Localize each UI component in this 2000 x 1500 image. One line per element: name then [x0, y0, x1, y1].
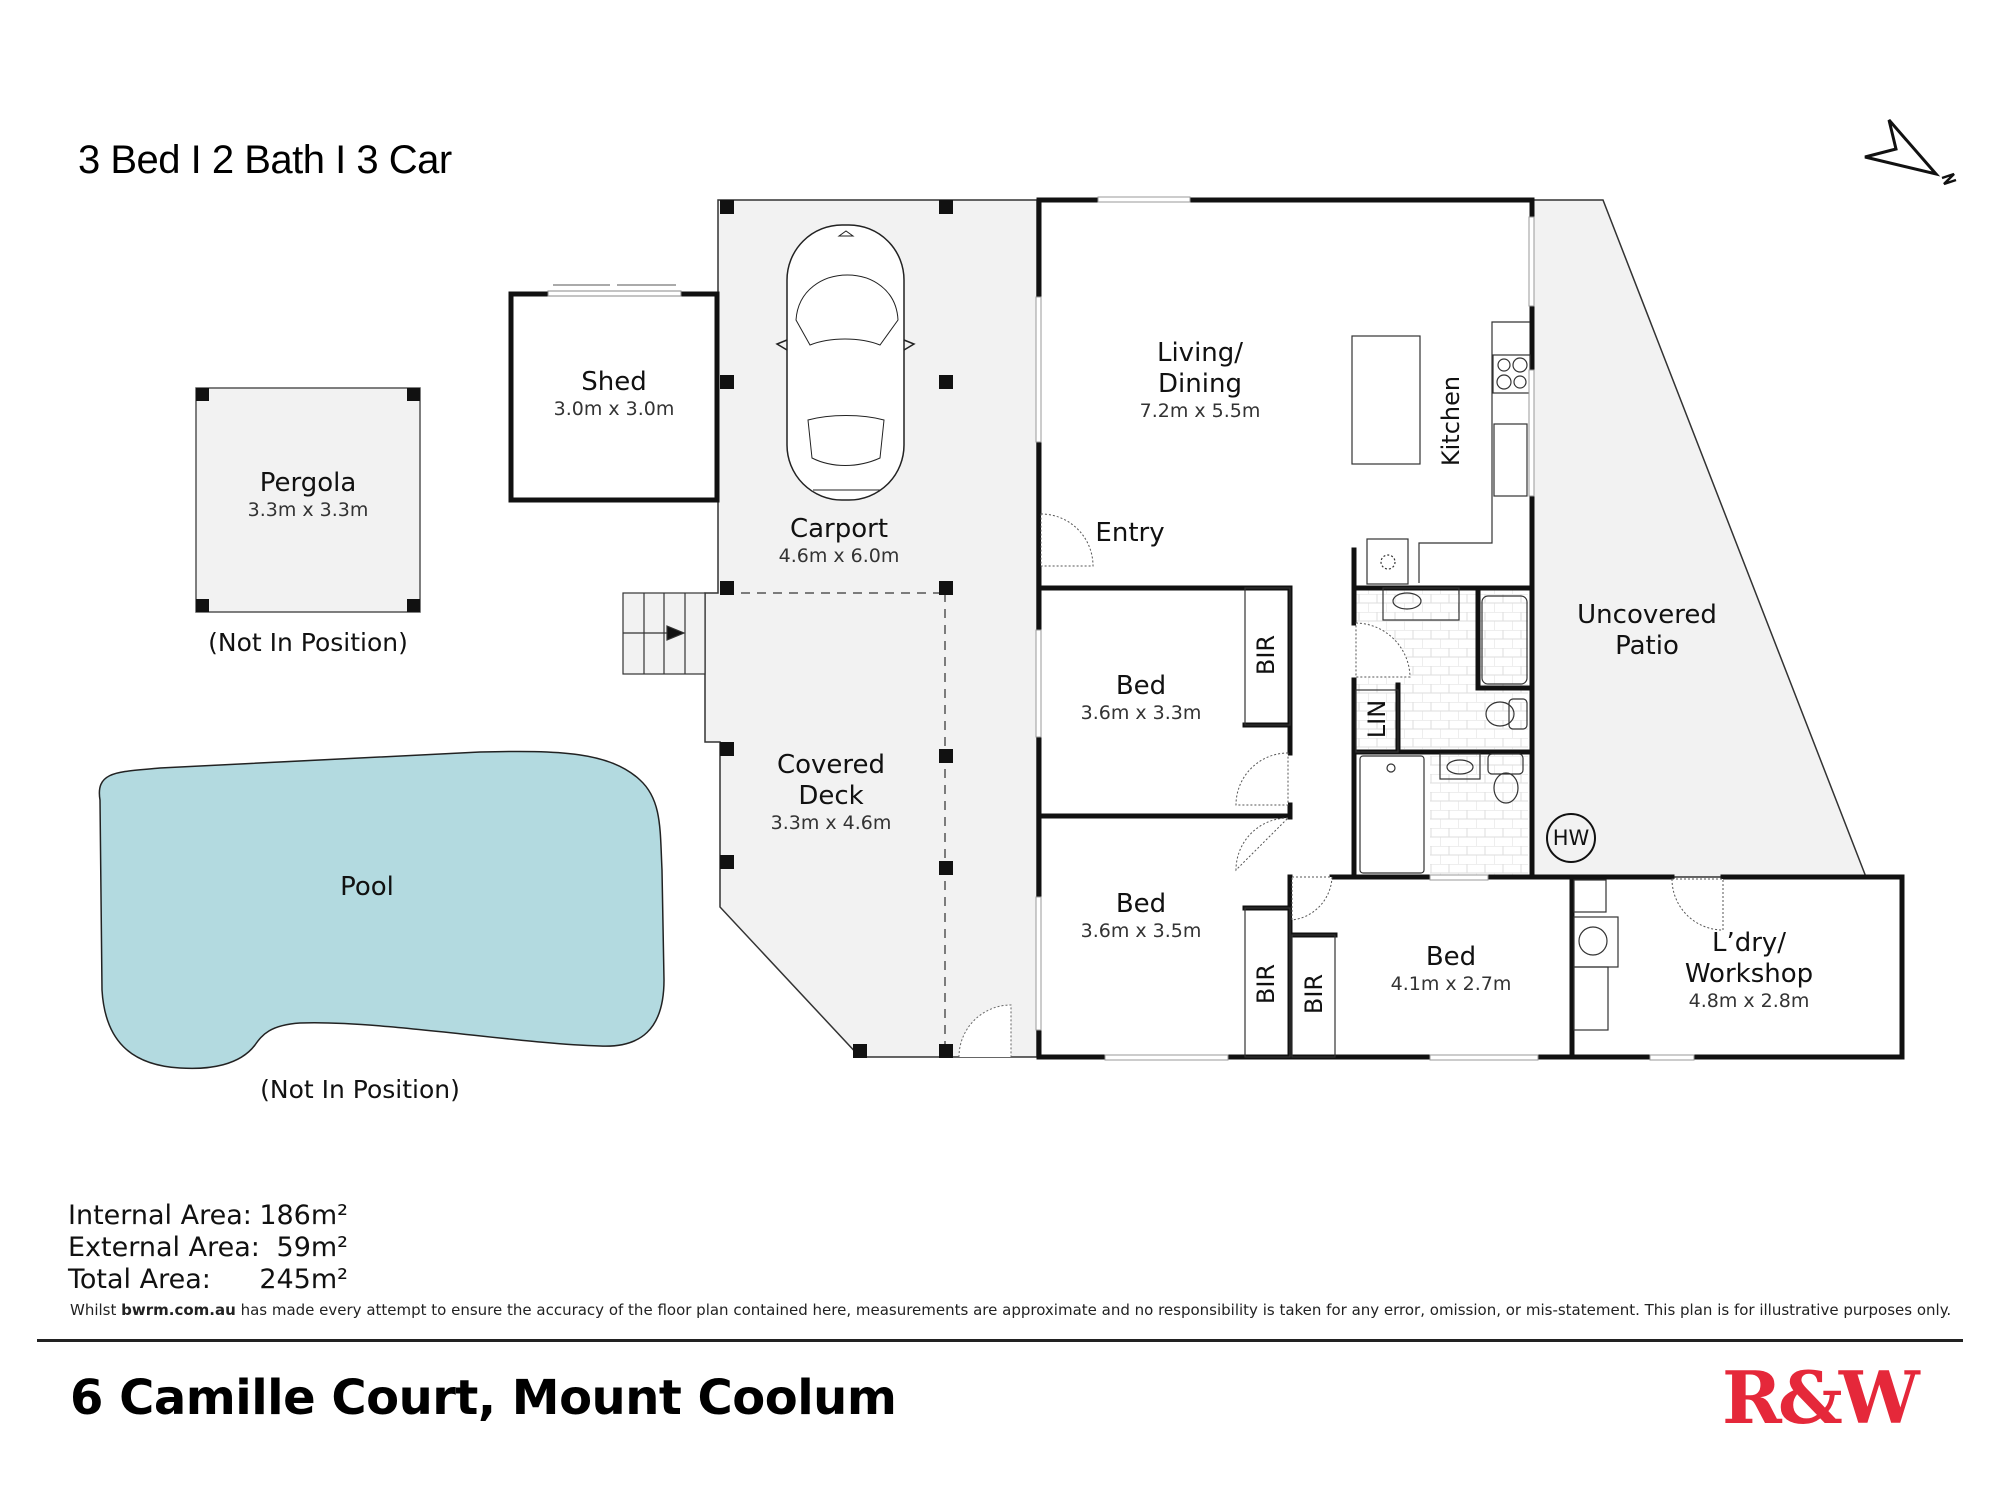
room-dimensions: 3.3m x 3.3m [247, 499, 369, 521]
pool-note: (Not In Position) [260, 1075, 460, 1104]
disclaimer: Whilst bwrm.com.au has made every attemp… [70, 1301, 1951, 1319]
disclaimer-suffix: has made every attempt to ensure the acc… [235, 1301, 1952, 1319]
room-dimensions: 4.8m x 2.8m [1688, 990, 1810, 1012]
room-name: Deck [798, 781, 864, 811]
room-dimensions: 3.0m x 3.0m [553, 398, 675, 420]
room-name: Workshop [1684, 959, 1814, 989]
room-dimensions: 3.3m x 4.6m [770, 812, 892, 834]
property-summary: 3 Bed I 2 Bath I 3 Car [78, 138, 452, 182]
internal-area-row: Internal Area: 186m² [68, 1200, 348, 1232]
room-bed-2: Bed 3.6m x 3.5m [1081, 889, 1202, 942]
disclaimer-site: bwrm.com.au [121, 1301, 236, 1319]
linen-cupboard: LIN [1363, 699, 1391, 739]
room-shed: Shed 3.0m x 3.0m [554, 367, 675, 420]
room-carport: Carport 4.6m x 6.0m [779, 514, 900, 567]
pergola-note: (Not In Position) [208, 628, 408, 657]
area-summary: Internal Area: 186m² External Area: 59m²… [68, 1200, 348, 1296]
room-kitchen: Kitchen [1437, 375, 1465, 467]
room-bed-1: Bed 3.6m x 3.3m [1081, 671, 1202, 724]
room-name: Pergola [259, 468, 357, 498]
property-address: 6 Camille Court, Mount Coolum [70, 1370, 897, 1426]
hot-water-icon: HW [1546, 813, 1596, 863]
disclaimer-prefix: Whilst [70, 1301, 122, 1319]
room-name: Covered [776, 750, 886, 780]
room-dimensions: 4.1m x 2.7m [1390, 973, 1512, 995]
north-arrow-icon [1864, 119, 1957, 186]
room-name: Uncovered [1577, 600, 1717, 630]
car-icon [775, 224, 916, 501]
pool-label: Pool [340, 872, 394, 902]
room-laundry-workshop: L’dry/ Workshop 4.8m x 2.8m [1685, 928, 1813, 1012]
area-value: 186m² [259, 1200, 348, 1231]
room-name: Bed [1115, 889, 1167, 919]
room-dimensions: 3.6m x 3.3m [1080, 702, 1202, 724]
bed-1-bir: BIR [1252, 634, 1280, 676]
room-name: Bed [1115, 671, 1167, 701]
room-name: Patio [1615, 631, 1679, 661]
area-label: Total Area: [68, 1264, 211, 1295]
room-name: Shed [581, 367, 647, 397]
stairs [622, 592, 706, 675]
area-label: Internal Area: [68, 1200, 252, 1231]
room-name: Living/ [1156, 338, 1244, 368]
area-label: External Area: [68, 1232, 260, 1263]
total-area-row: Total Area: 245m² [68, 1264, 348, 1296]
room-pergola: Pergola 3.3m x 3.3m [248, 468, 369, 521]
room-uncovered-patio: Uncovered Patio [1577, 600, 1717, 662]
room-bed-3: Bed 4.1m x 2.7m [1391, 942, 1512, 995]
area-value: 245m² [259, 1264, 348, 1295]
bed-3-bir: BIR [1300, 973, 1328, 1015]
room-dimensions: 7.2m x 5.5m [1139, 400, 1261, 422]
area-value: 59m² [276, 1232, 348, 1263]
room-living-dining: Living/ Dining 7.2m x 5.5m [1140, 338, 1261, 422]
room-name: Bed [1425, 942, 1477, 972]
room-name: Dining [1158, 369, 1242, 399]
bed-2-bir: BIR [1252, 963, 1280, 1005]
room-name: L’dry/ [1711, 928, 1787, 958]
room-dimensions: 4.6m x 6.0m [778, 545, 900, 567]
room-name: Carport [789, 514, 889, 544]
brand-logo: R&W [1722, 1355, 1920, 1440]
room-entry: Entry [1095, 518, 1165, 548]
divider [37, 1339, 1963, 1342]
pool-shape [98, 750, 665, 1070]
room-covered-deck: Covered Deck 3.3m x 4.6m [771, 750, 892, 834]
room-dimensions: 3.6m x 3.5m [1080, 920, 1202, 942]
external-area-row: External Area: 59m² [68, 1232, 348, 1264]
